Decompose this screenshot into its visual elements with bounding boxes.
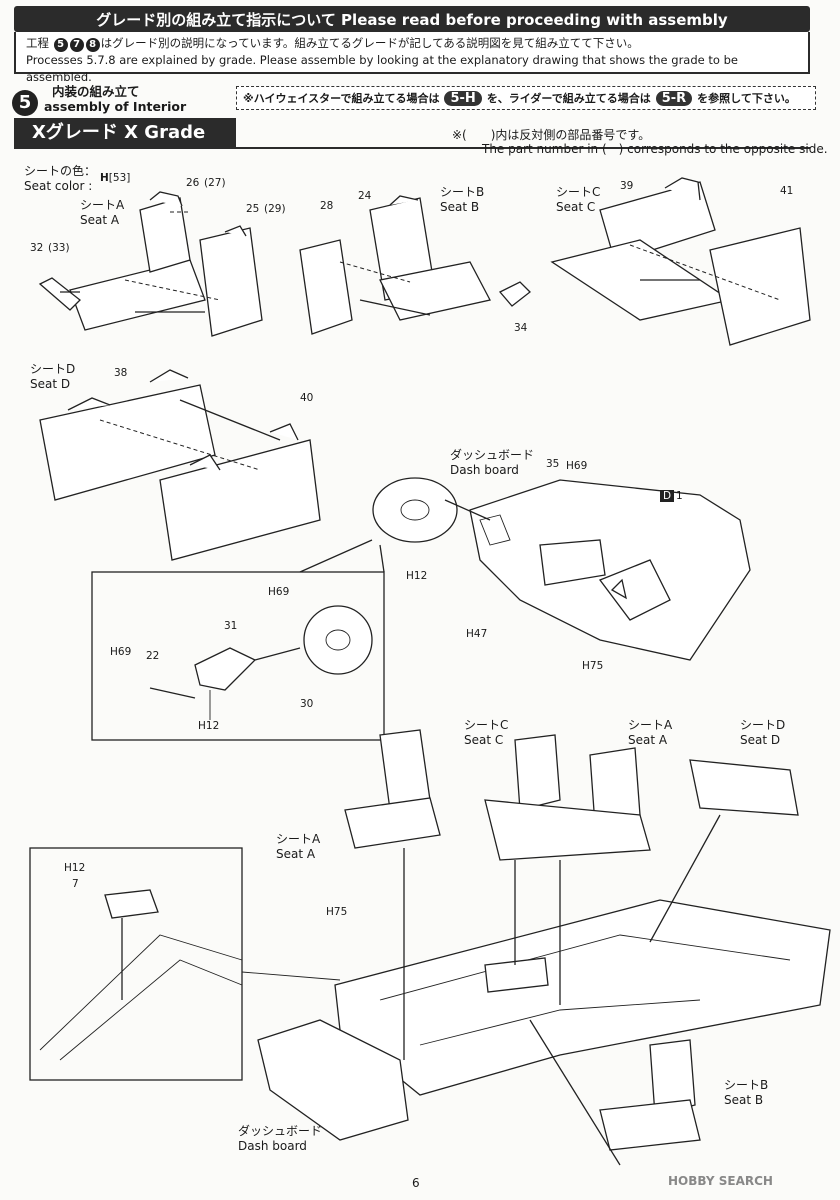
variant-tag: 5-H <box>444 90 482 106</box>
step-title: 内装の組み立て assembly of Interior <box>44 84 187 114</box>
step-number: 5 <box>12 90 38 116</box>
part-number: 25 <box>246 203 260 215</box>
paint-code: H69 <box>110 646 132 658</box>
paint-code: H12 <box>406 570 428 582</box>
step-circle: 8 <box>85 38 100 52</box>
header-title: グレード別の組み立て指示について Please read before proc… <box>14 6 810 32</box>
seat-color-paint: H[53] <box>100 172 131 184</box>
opposite-side-note-jp: ※( )内は反対側の部品番号です。 <box>452 128 651 142</box>
part-number: 1 <box>676 490 683 502</box>
paint-code: H69 <box>268 586 290 598</box>
paint-code: H12 <box>64 862 86 874</box>
dashboard-drawing <box>372 477 751 661</box>
part-number: 30 <box>300 698 314 710</box>
step-circle: 5 <box>53 38 68 52</box>
assembly-arrows <box>403 814 721 1166</box>
seat-b-exploded <box>299 195 531 335</box>
variant-tag: 5-R <box>655 90 693 106</box>
paint-code: H75 <box>582 660 604 672</box>
steering-column-inset <box>149 605 373 720</box>
clip-inset <box>39 889 341 1061</box>
seat-a-exploded <box>38 191 263 337</box>
paint-code: H75 <box>326 906 348 918</box>
seat-color-label: シートの色：Seat color : <box>24 164 97 193</box>
part-number: 39 <box>620 180 634 192</box>
part-number: 7 <box>72 878 79 890</box>
seat-d-exploded <box>39 369 321 561</box>
paint-code: H47 <box>466 628 488 640</box>
part-number: (27) <box>204 177 226 189</box>
assembled-seats <box>344 729 799 1151</box>
part-number: 31 <box>224 620 238 632</box>
inset-letter: D <box>660 490 675 502</box>
clip-inset-frame <box>29 847 243 1081</box>
divider <box>14 147 810 149</box>
part-number: 24 <box>358 190 372 202</box>
paint-code: H69 <box>566 460 588 472</box>
part-number: 38 <box>114 367 128 379</box>
part-number: 22 <box>146 650 160 662</box>
part-number: 40 <box>300 392 314 404</box>
seat-c-exploded <box>550 177 811 346</box>
part-number: (33) <box>48 242 70 254</box>
part-number: 28 <box>320 200 334 212</box>
notice-en: Processes 5.7.8 are explained by grade. … <box>26 53 738 84</box>
grade-banner: Xグレード X Grade <box>14 118 236 148</box>
opposite-side-note-en: The part number in ( ) corresponds to th… <box>482 142 828 156</box>
part-number: (29) <box>264 203 286 215</box>
paint-code: H12 <box>198 720 220 732</box>
part-number: 35 <box>546 458 560 470</box>
part-number: 32 <box>30 242 44 254</box>
interior-floor <box>334 899 831 1096</box>
watermark: HOBBY SEARCH <box>668 1174 773 1188</box>
part-number: 26 <box>186 177 200 189</box>
part-number: 34 <box>514 322 528 334</box>
dashboard-lower <box>257 1019 409 1141</box>
inset-frame <box>91 571 385 741</box>
step-circle: 7 <box>69 38 84 52</box>
page-number: 6 <box>412 1176 420 1190</box>
part-number: 41 <box>780 185 794 197</box>
